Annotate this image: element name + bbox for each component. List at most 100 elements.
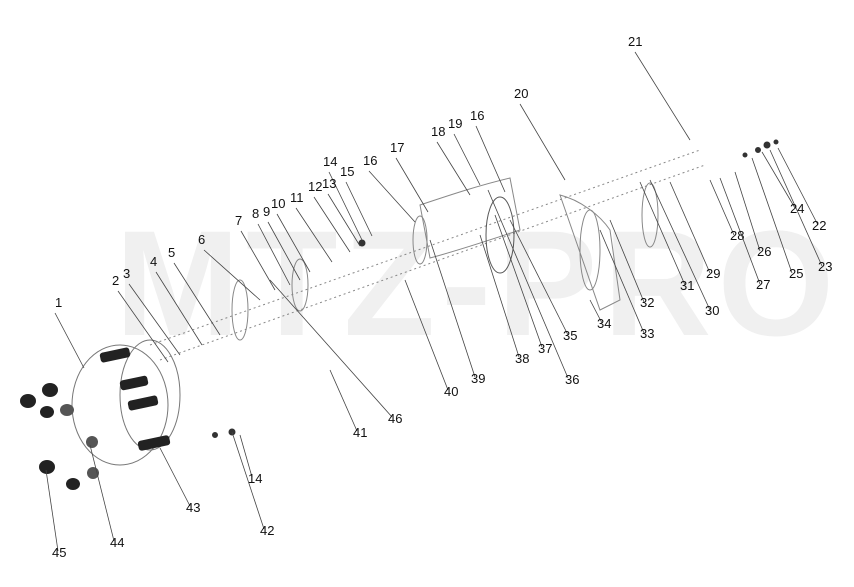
- leader-line: [404, 279, 449, 391]
- callout-number: 2: [112, 273, 119, 288]
- leader-line: [479, 234, 520, 358]
- leader-line: [669, 181, 711, 274]
- callout-number: 6: [198, 232, 205, 247]
- leader-line: [649, 179, 711, 311]
- callout-number: 14: [248, 471, 262, 486]
- callout-number: 27: [756, 277, 770, 292]
- leader-line: [276, 213, 311, 273]
- leader-line: [240, 230, 276, 291]
- callout-number: 9: [263, 204, 270, 219]
- leader-line: [453, 133, 481, 186]
- callout-number: 37: [538, 341, 552, 356]
- callout-number: 39: [471, 371, 485, 386]
- callout-number: 3: [123, 266, 130, 281]
- callout-number: 15: [340, 164, 354, 179]
- leader-lines: [45, 51, 823, 552]
- callout-number: 19: [448, 116, 462, 131]
- leader-line: [368, 170, 416, 223]
- callout-number: 46: [388, 411, 402, 426]
- leader-line: [519, 103, 566, 181]
- callout-number: 26: [757, 244, 771, 259]
- callout-number: 16: [363, 153, 377, 168]
- leader-line: [267, 221, 301, 281]
- leader-line: [719, 177, 761, 285]
- callout-number: 33: [640, 326, 654, 341]
- callout-number: 18: [431, 124, 445, 139]
- leader-line: [769, 149, 823, 267]
- callout-number: 28: [730, 228, 744, 243]
- callout-number: 35: [563, 328, 577, 343]
- leader-line: [599, 229, 645, 334]
- callout-number: 34: [597, 316, 611, 331]
- leader-line: [328, 171, 363, 241]
- callout-number: 7: [235, 213, 242, 228]
- callout-number: 5: [168, 245, 175, 260]
- callout-number: 43: [186, 500, 200, 515]
- leader-line: [487, 189, 569, 379]
- callout-number: 30: [705, 303, 719, 318]
- leader-line: [734, 171, 761, 252]
- leader-line: [395, 157, 429, 213]
- leader-line: [45, 469, 59, 552]
- callout-number: 31: [680, 278, 694, 293]
- leader-line: [609, 219, 645, 303]
- leader-line: [436, 141, 471, 196]
- leader-line: [89, 444, 115, 542]
- leader-line: [155, 271, 203, 346]
- callout-number: 13: [322, 176, 336, 191]
- leader-line: [257, 223, 291, 286]
- leader-line: [777, 147, 819, 226]
- leader-line: [295, 207, 333, 263]
- leader-line: [589, 299, 603, 324]
- callout-number: 16: [470, 108, 484, 123]
- callout-number: 21: [628, 34, 642, 49]
- callout-number: 41: [353, 425, 367, 440]
- leader-line: [269, 279, 393, 418]
- callout-number: 42: [260, 523, 274, 538]
- leader-line: [117, 290, 169, 363]
- callout-number: 12: [308, 179, 322, 194]
- leader-line: [639, 181, 686, 286]
- leader-line: [709, 179, 735, 236]
- callout-number: 40: [444, 384, 458, 399]
- callout-number: 11: [290, 190, 304, 205]
- leader-line: [634, 51, 691, 141]
- callout-number: 36: [565, 372, 579, 387]
- shaft-assembly: [149, 149, 706, 361]
- hub-flange: [71, 339, 181, 466]
- callout-number: 29: [706, 266, 720, 281]
- callout-number: 24: [790, 201, 804, 216]
- callout-number: 25: [789, 266, 803, 281]
- bolt-group: [20, 347, 171, 490]
- leader-line: [173, 262, 221, 336]
- callout-number: 22: [812, 218, 826, 233]
- leader-line: [239, 434, 253, 478]
- leader-line: [751, 157, 793, 274]
- callout-number: 10: [271, 196, 285, 211]
- callout-number: 8: [252, 206, 259, 221]
- end-parts: [212, 139, 779, 438]
- leader-line: [761, 151, 796, 209]
- leader-line: [429, 239, 476, 378]
- leader-line: [203, 249, 261, 301]
- callout-number: 44: [110, 535, 124, 550]
- callout-number: 45: [52, 545, 66, 560]
- callout-number: 14: [323, 154, 337, 169]
- leader-line: [54, 312, 85, 369]
- leader-line: [327, 193, 361, 247]
- leader-line: [313, 196, 351, 253]
- callout-number: 32: [640, 295, 654, 310]
- callout-number: 17: [390, 140, 404, 155]
- leader-line: [345, 181, 373, 237]
- leader-line: [231, 431, 265, 530]
- leader-line: [329, 369, 358, 432]
- leader-line: [159, 447, 191, 507]
- callout-number: 23: [818, 259, 832, 274]
- leader-line: [509, 219, 569, 336]
- callout-number: 1: [55, 295, 62, 310]
- leader-line: [494, 214, 543, 348]
- callout-number: 38: [515, 351, 529, 366]
